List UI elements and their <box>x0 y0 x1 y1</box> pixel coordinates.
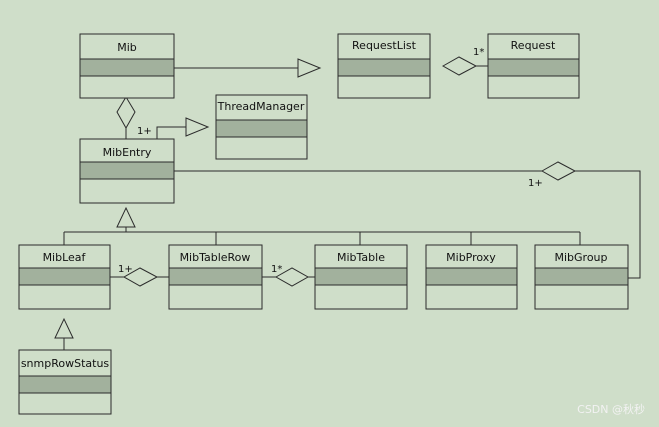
class-mib-leaf[interactable]: MibLeaf <box>18 244 111 310</box>
class-mib-entry-name: MibEntry <box>103 146 152 159</box>
class-mib-leaf-name: MibLeaf <box>43 251 87 264</box>
class-mib-proxy-name: MibProxy <box>446 251 496 264</box>
aggregation-diamond-requestlist <box>441 56 478 76</box>
multiplicity-requestlist-request: 1* <box>473 47 484 58</box>
aggregation-diamond-tablerow <box>274 267 310 287</box>
multiplicity-mib-mibentry: 1+ <box>137 126 152 137</box>
class-snmp-row-status-name: snmpRowStatus <box>21 357 110 370</box>
multiplicity-mibgroup-mibentry: 1+ <box>528 178 543 189</box>
class-thread-manager[interactable]: ThreadManager <box>215 94 308 160</box>
class-request-list-name: RequestList <box>352 39 417 52</box>
aggregation-diamond-mib <box>116 96 136 130</box>
aggregation-diamond-mibleaf <box>122 267 159 287</box>
aggregation-diamond-mibgroup <box>540 161 577 181</box>
class-mib-group-name: MibGroup <box>554 251 607 264</box>
class-request-name: Request <box>511 39 556 52</box>
mibgroup-mibentry-line-2 <box>575 170 641 279</box>
class-mib-entry[interactable]: MibEntry <box>79 138 175 204</box>
generalization-arrow-threadmanager <box>185 117 210 137</box>
watermark: CSDN @秋秒 <box>577 403 645 416</box>
class-mib-table-row-name: MibTableRow <box>180 251 251 264</box>
class-mib-table[interactable]: MibTable <box>314 244 408 310</box>
generalization-arrow-mibleaf <box>54 317 74 339</box>
class-mib-group[interactable]: MibGroup <box>534 244 629 310</box>
generalization-arrow-mibentry <box>116 206 136 228</box>
class-thread-manager-name: ThreadManager <box>217 100 305 113</box>
mibentry-threadmanager-line <box>156 126 186 139</box>
class-request[interactable]: Request <box>487 33 580 99</box>
generalization-arrow-requestlist <box>297 58 322 78</box>
multiplicity-mibleaf-tablerow: 1+ <box>118 264 133 275</box>
class-snmp-row-status[interactable]: snmpRowStatus <box>18 349 112 415</box>
multiplicity-tablerow-table: 1* <box>271 264 282 275</box>
class-mib-proxy[interactable]: MibProxy <box>425 244 518 310</box>
class-mib-table-row[interactable]: MibTableRow <box>168 244 263 310</box>
class-mib[interactable]: Mib <box>79 33 175 99</box>
class-request-list[interactable]: RequestList <box>337 33 431 99</box>
class-mib-table-name: MibTable <box>337 251 385 264</box>
class-mib-name: Mib <box>117 41 137 54</box>
